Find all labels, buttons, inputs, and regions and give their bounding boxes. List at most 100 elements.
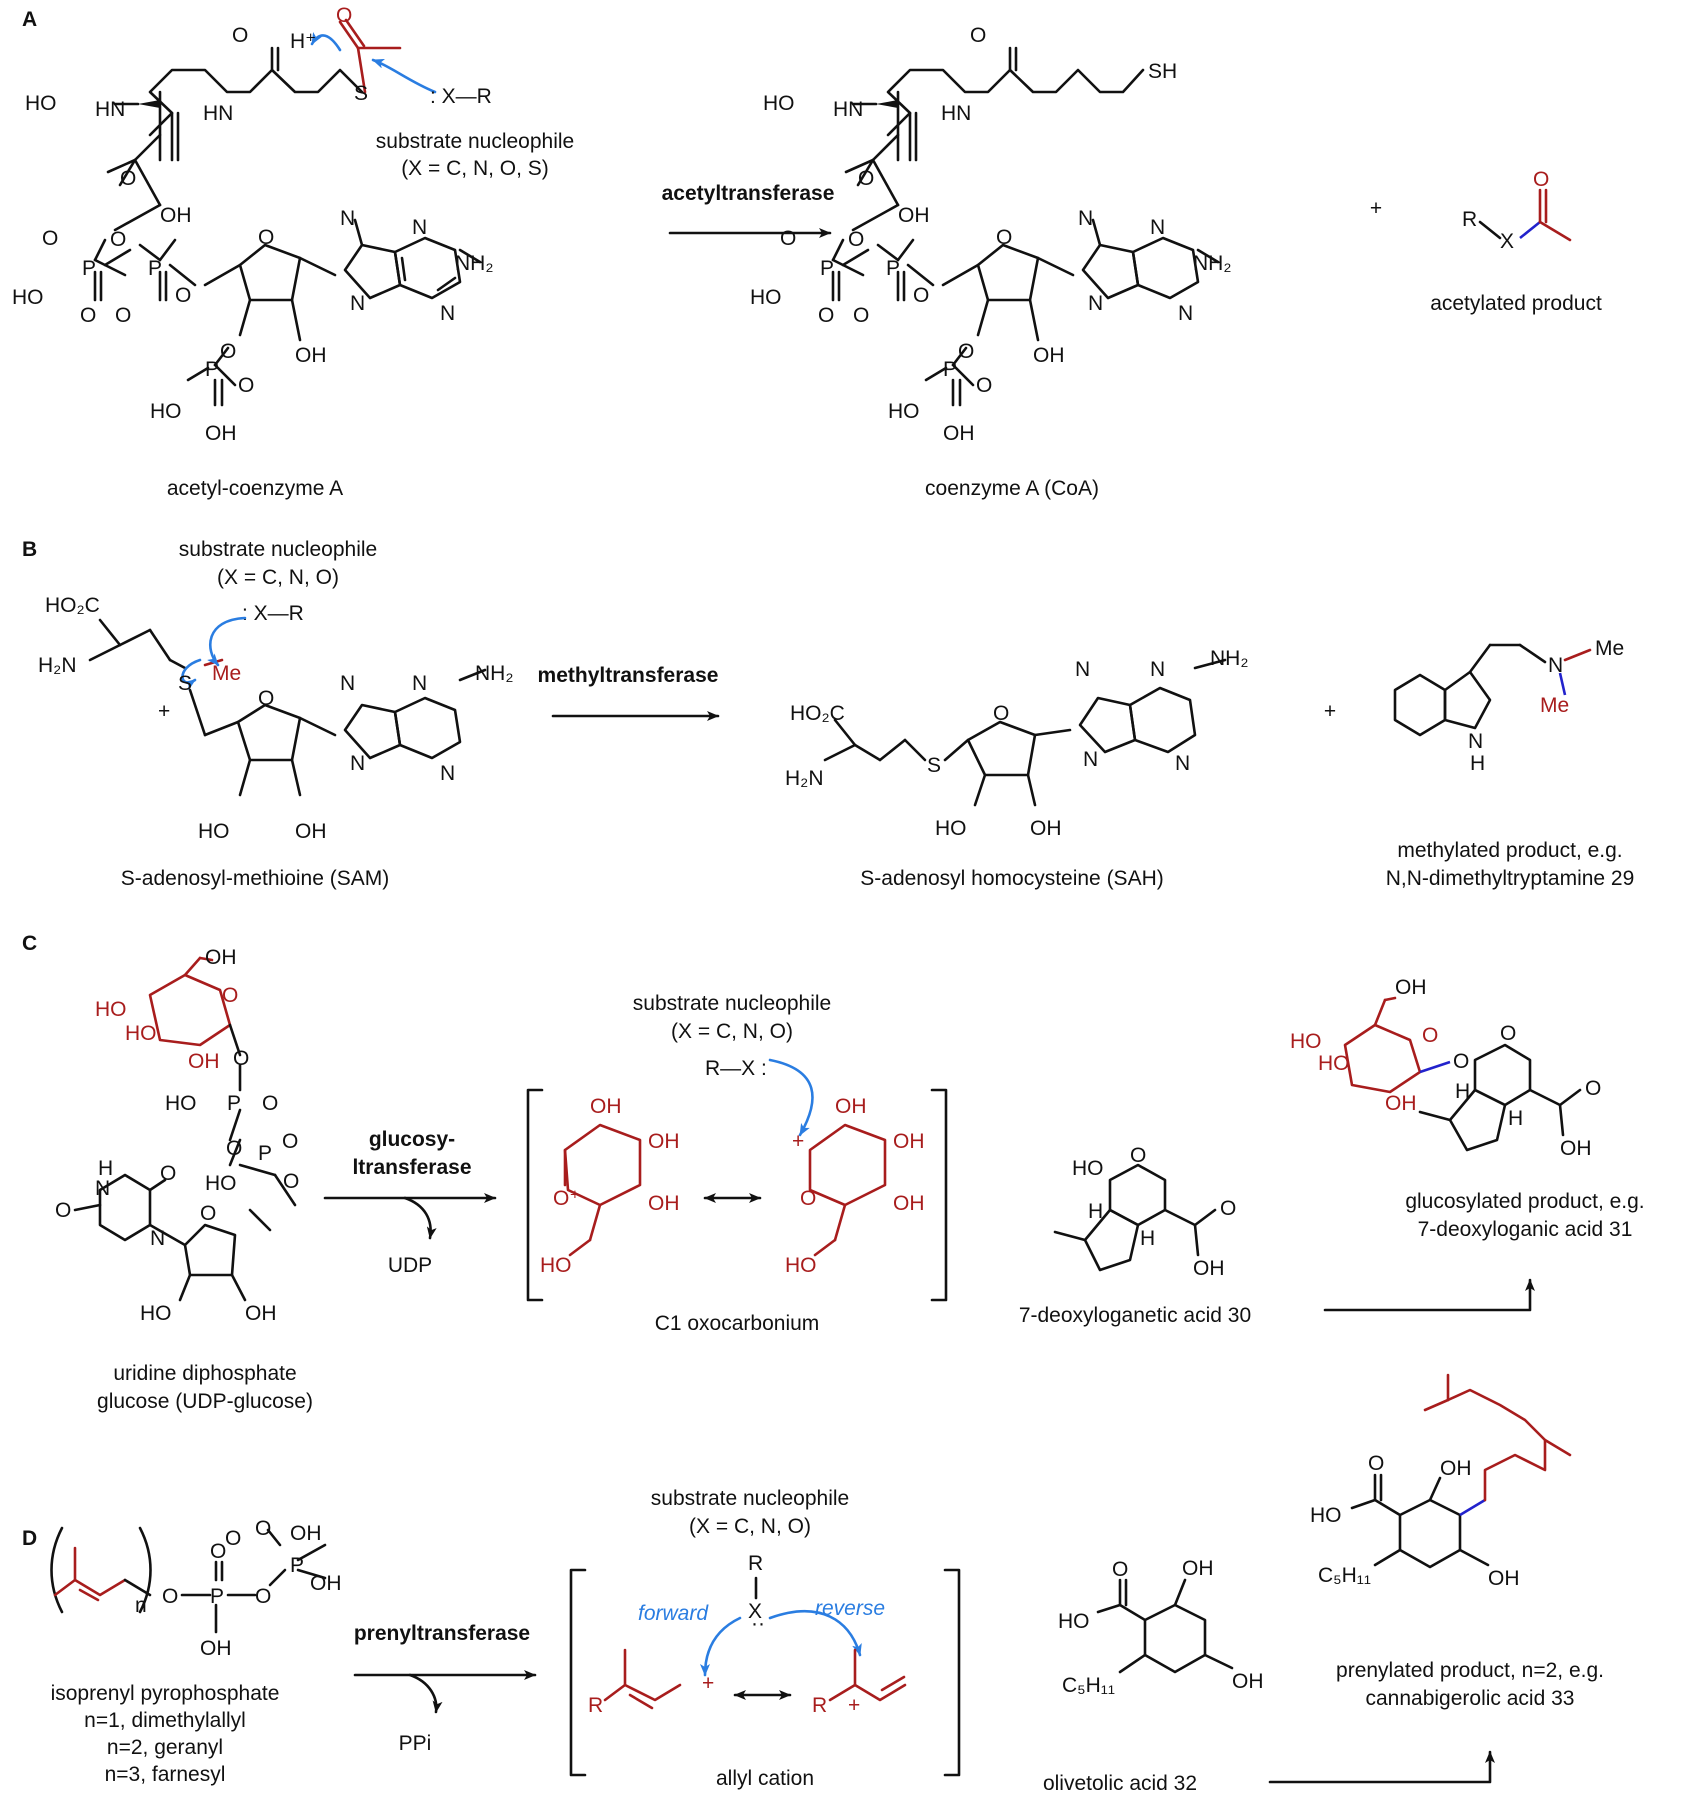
svg-text:O: O: [220, 340, 236, 363]
svg-text:OH: OH: [1440, 1457, 1472, 1480]
svg-text:OH: OH: [1385, 1092, 1417, 1115]
svg-text:O: O: [1500, 1022, 1516, 1045]
svg-text:O: O: [120, 167, 136, 190]
svg-text:NH₂: NH₂: [1193, 252, 1231, 275]
svg-text:O: O: [1453, 1050, 1469, 1073]
svg-text:OH: OH: [1232, 1670, 1264, 1693]
svg-text:X: X: [1500, 230, 1514, 253]
svg-text:H: H: [1140, 1227, 1155, 1250]
svg-text:S: S: [178, 672, 192, 695]
svg-text:N: N: [95, 1177, 110, 1200]
nucleophile-b-title: substrate nucleophile: [179, 538, 377, 561]
enzyme-a-label: acetyltransferase: [662, 182, 835, 205]
svg-text:P: P: [227, 1092, 241, 1115]
svg-text:O: O: [976, 374, 992, 397]
svg-text:N: N: [340, 207, 355, 230]
nucleophile-c: R—X :: [705, 1057, 767, 1080]
svg-text:HO: HO: [1318, 1052, 1350, 1075]
svg-text:HO: HO: [750, 286, 782, 309]
svg-text:N: N: [1150, 216, 1165, 239]
svg-text:N: N: [340, 672, 355, 695]
svg-text:P: P: [148, 257, 162, 280]
svg-text:HN: HN: [833, 98, 863, 121]
svg-text:HO₂C: HO₂C: [45, 594, 100, 617]
svg-text:HN: HN: [95, 98, 125, 121]
donor-c-line2: glucose (UDP-glucose): [97, 1390, 313, 1413]
svg-text:H: H: [1455, 1080, 1470, 1103]
svg-text:NH₂: NH₂: [455, 252, 493, 275]
svg-text:C₅H₁₁: C₅H₁₁: [1062, 1674, 1115, 1697]
svg-text:P: P: [886, 257, 900, 280]
svg-text:OH: OH: [310, 1572, 342, 1595]
svg-text:O: O: [1112, 1558, 1128, 1581]
byproduct-arrow-c: [403, 1196, 437, 1240]
udp-glucose-structure: [73, 956, 297, 1302]
isoprenyl-pyrophosphate-structure: [50, 1526, 327, 1634]
side-product-b-line2: N,N-dimethyltryptamine 29: [1386, 867, 1635, 890]
panel-a: A: [12, 4, 1602, 500]
svg-text:P: P: [258, 1142, 272, 1165]
svg-text:P: P: [943, 358, 957, 381]
acceptor-d-label: olivetolic acid 32: [1043, 1772, 1197, 1795]
svg-text:P: P: [820, 257, 834, 280]
svg-text:H: H: [1508, 1107, 1523, 1130]
product-d-line1: prenylated product, n=2, e.g.: [1336, 1659, 1604, 1682]
enzyme-d-label: prenyltransferase: [354, 1622, 530, 1645]
svg-text:HO: HO: [205, 1172, 237, 1195]
side-product-b-line1: methylated product, e.g.: [1397, 839, 1622, 862]
byproduct-d-label: PPi: [399, 1732, 432, 1755]
svg-text:N: N: [1150, 658, 1165, 681]
product-b-label: S-adenosyl homocysteine (SAH): [860, 867, 1163, 890]
nucleophile-d-range: (X = C, N, O): [689, 1515, 811, 1538]
svg-text:N: N: [1075, 658, 1090, 681]
sam-structure: [88, 618, 487, 797]
svg-text:OH: OH: [648, 1192, 680, 1215]
svg-text:HO: HO: [785, 1254, 817, 1277]
svg-text:OH: OH: [1488, 1567, 1520, 1590]
nucleophile-d-title: substrate nucleophile: [651, 1487, 849, 1510]
donor-d-n3: n=3, farnesyl: [105, 1763, 226, 1786]
svg-text:HO: HO: [95, 998, 127, 1021]
svg-text:HO: HO: [165, 1092, 197, 1115]
product-d-line2: cannabigerolic acid 33: [1366, 1687, 1575, 1710]
svg-text:O: O: [233, 1047, 249, 1070]
svg-text:+: +: [848, 1694, 860, 1717]
svg-text:OH: OH: [1030, 817, 1062, 840]
svg-text:O: O: [1422, 1024, 1438, 1047]
svg-text:O: O: [80, 304, 96, 327]
svg-text:O: O: [970, 24, 986, 47]
svg-text:N: N: [350, 292, 365, 315]
product-a-label: coenzyme A (CoA): [925, 477, 1099, 500]
svg-text:··: ··: [751, 1612, 765, 1635]
svg-text:O: O: [1533, 168, 1549, 191]
coa-structure: HO HN HN O SH O O O P P HO O O OH O O N …: [750, 24, 1231, 445]
svg-text:OH: OH: [295, 344, 327, 367]
plus-b: +: [1324, 700, 1336, 723]
svg-text:OH: OH: [200, 1637, 232, 1660]
svg-text:O: O: [958, 340, 974, 363]
svg-text:O: O: [210, 1540, 226, 1563]
svg-text:H₂N: H₂N: [38, 654, 76, 677]
svg-text:R: R: [812, 1694, 827, 1717]
svg-text:N: N: [412, 672, 427, 695]
svg-text:P: P: [290, 1554, 304, 1577]
svg-text:N: N: [1178, 302, 1193, 325]
nucleophilic-attack-arrow-b: [207, 616, 247, 667]
svg-text:+: +: [702, 1672, 714, 1695]
svg-text:HO: HO: [12, 286, 44, 309]
product-c-line1: glucosylated product, e.g.: [1405, 1190, 1644, 1213]
svg-text:HO: HO: [763, 92, 795, 115]
svg-text:O: O: [160, 1162, 176, 1185]
svg-text:OH: OH: [648, 1130, 680, 1153]
forward-label: forward: [638, 1602, 709, 1625]
svg-text:OH: OH: [205, 946, 237, 969]
svg-text:O: O: [848, 228, 864, 251]
svg-text:OH: OH: [1182, 1557, 1214, 1580]
svg-text:O: O: [993, 702, 1009, 725]
svg-text:O: O: [110, 228, 126, 251]
svg-text:HO: HO: [1072, 1157, 1104, 1180]
product-c-line2: 7-deoxyloganic acid 31: [1418, 1218, 1633, 1241]
svg-text:O: O: [222, 984, 238, 1007]
svg-text:Me: Me: [212, 662, 241, 685]
svg-text:HO: HO: [198, 820, 230, 843]
